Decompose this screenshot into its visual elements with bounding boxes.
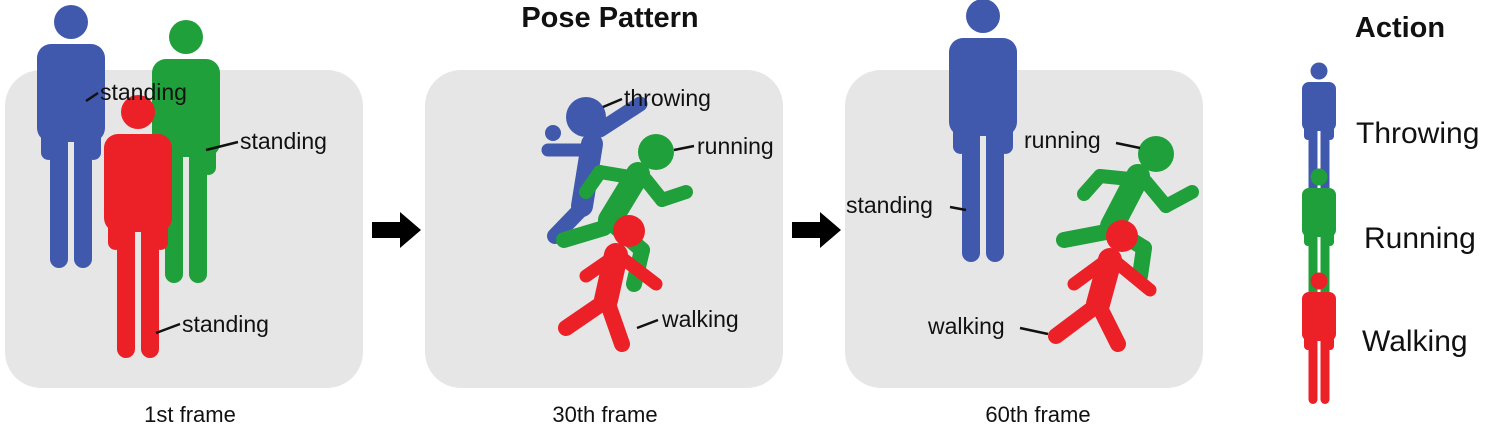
frame-panel-3: [845, 70, 1203, 388]
pose-tag: throwing: [624, 85, 711, 111]
frame-label-3: 60th frame: [985, 402, 1091, 427]
pose-tag: running: [1024, 127, 1101, 153]
legend-walking-icon: [1302, 272, 1336, 404]
arrow-icon: [792, 212, 841, 248]
legend-title: Action: [1354, 12, 1446, 44]
arrow-icon: [372, 212, 421, 248]
legend-label-running: Running: [1364, 222, 1476, 255]
pose-tag: standing: [100, 79, 187, 105]
throwing-person-icon: [541, 96, 648, 244]
pose-tag: walking: [927, 313, 1005, 339]
diagram-title: Pose Pattern: [521, 2, 699, 34]
legend-label-throwing: Throwing: [1356, 117, 1480, 150]
walking-person-icon: [558, 215, 663, 352]
legend-label-walking: Walking: [1362, 325, 1468, 358]
pose-tag: standing: [182, 311, 269, 337]
walking-person-icon: [1048, 220, 1157, 352]
pose-tag: standing: [846, 192, 933, 218]
pose-tag: standing: [240, 128, 327, 154]
pose-tag: walking: [661, 306, 739, 332]
pose-tag: running: [697, 133, 774, 159]
frame-label-2: 30th frame: [552, 402, 658, 427]
frame-label-1: 1st frame: [144, 402, 236, 427]
